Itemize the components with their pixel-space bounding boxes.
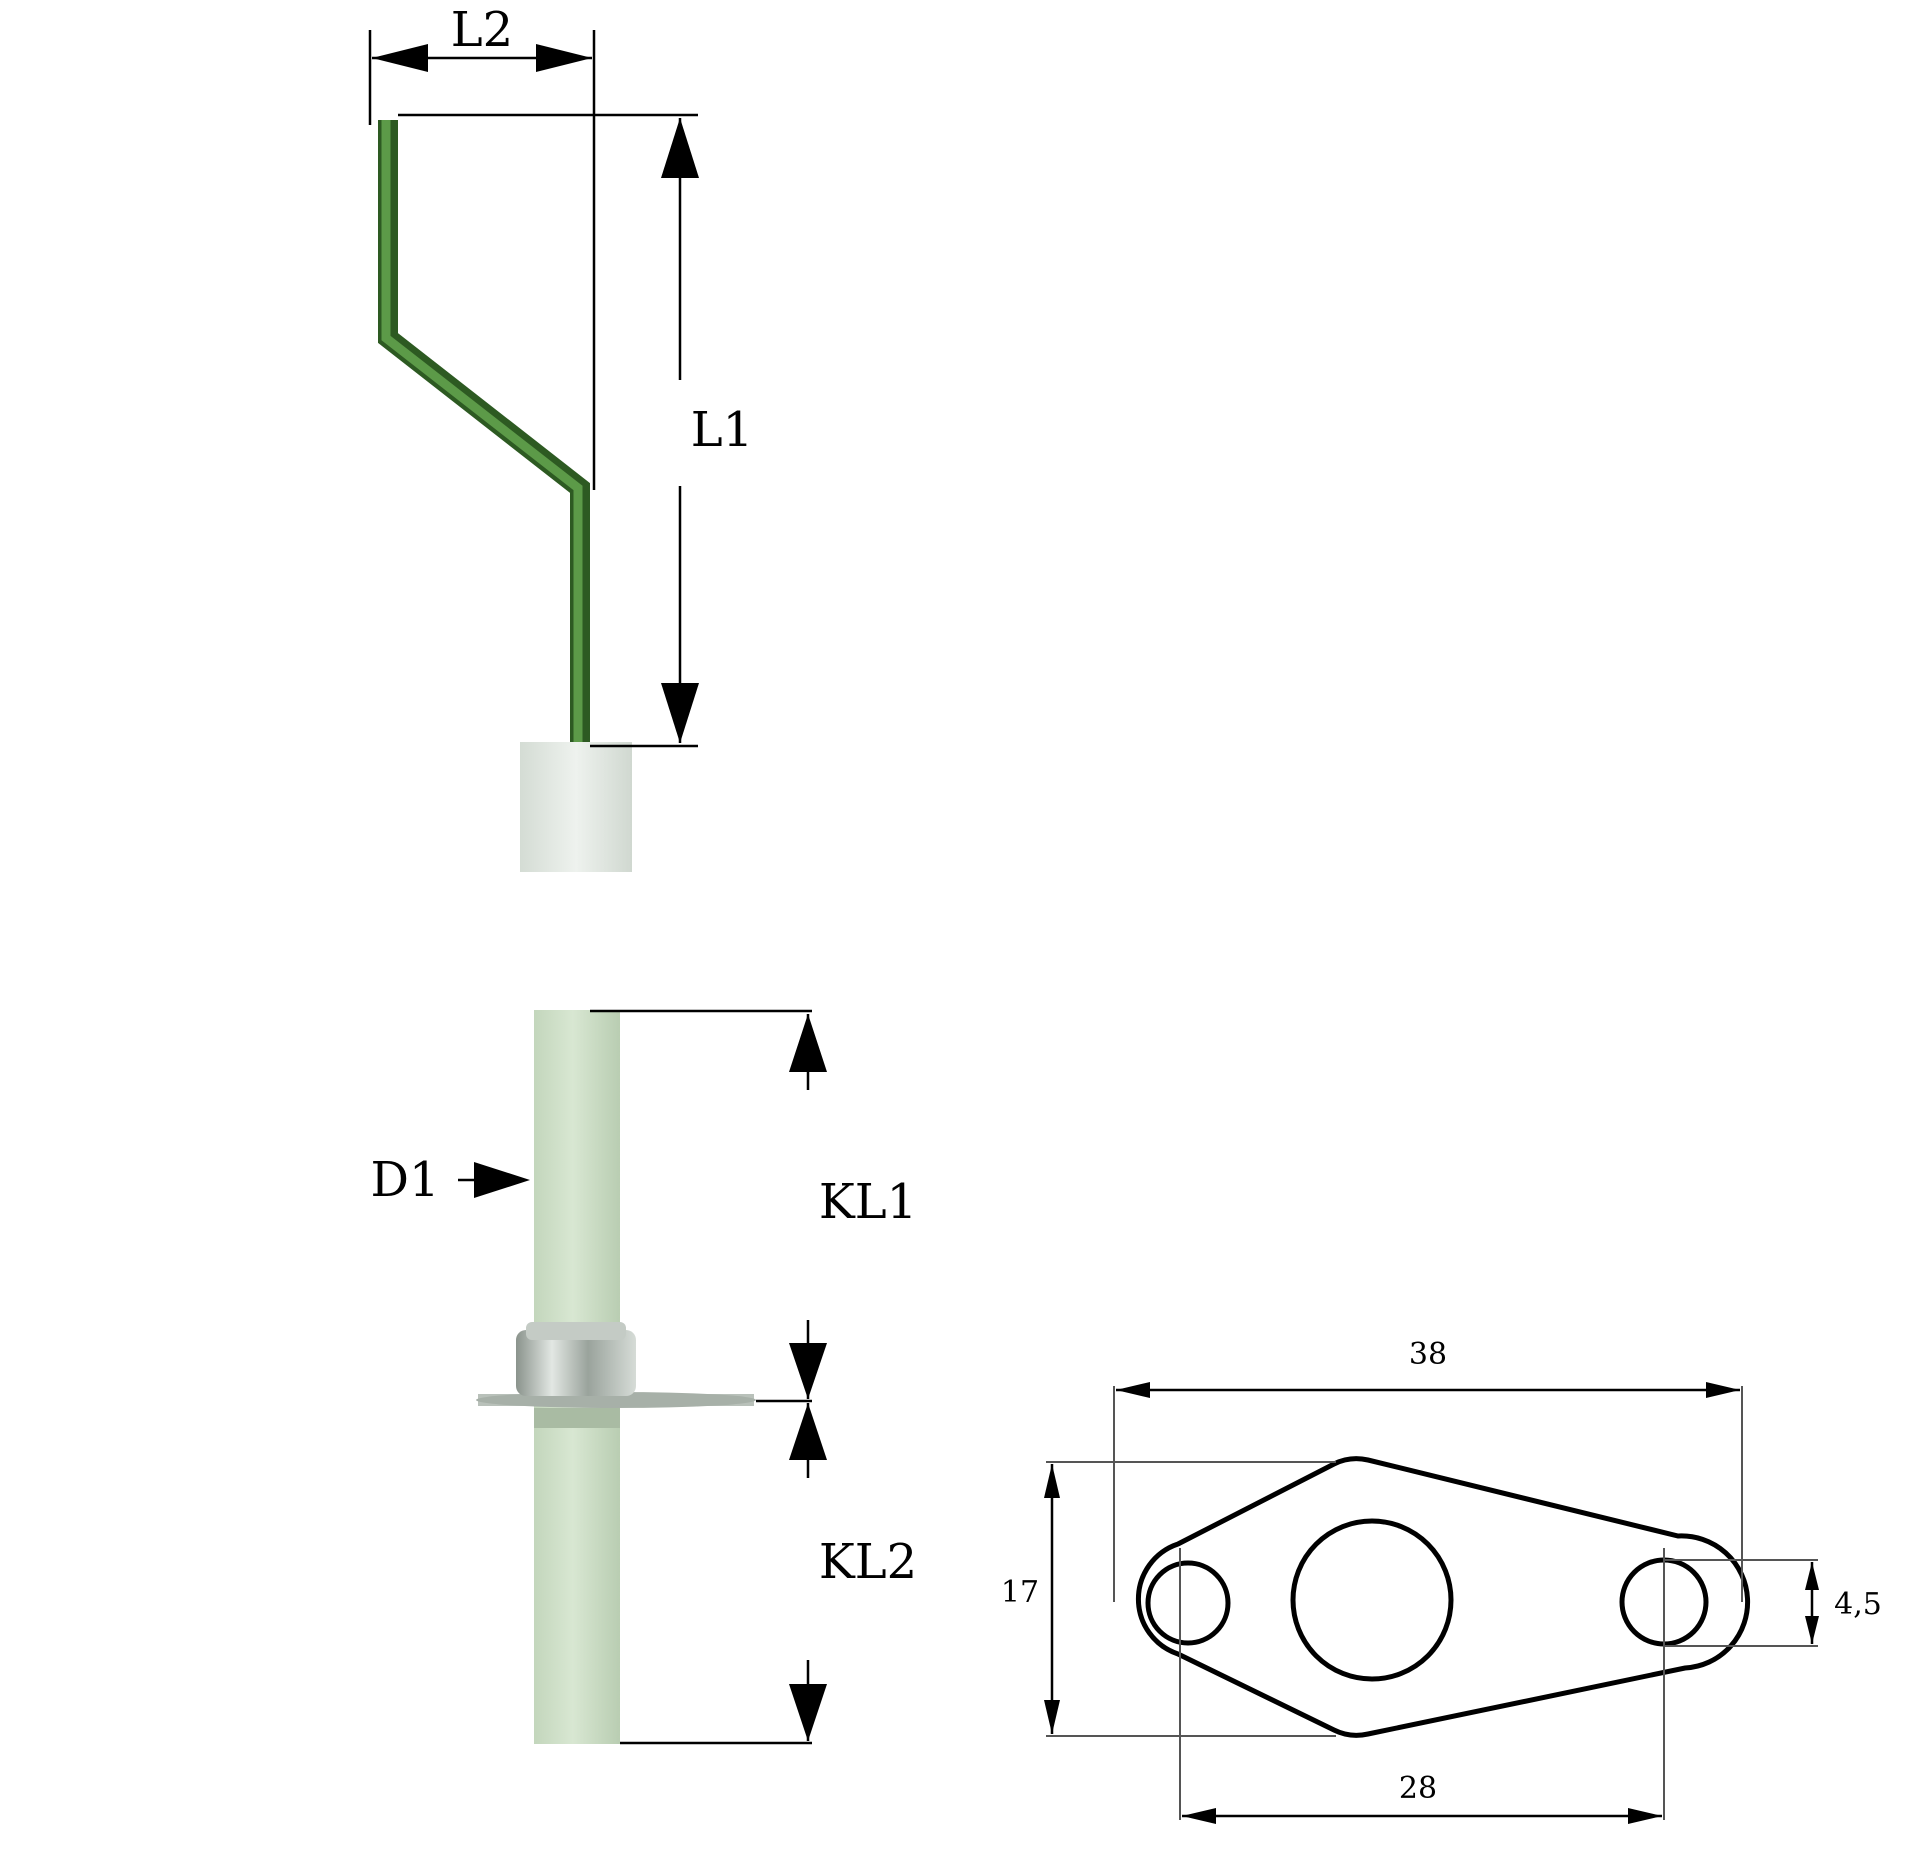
dim-38-label: 38: [1409, 1337, 1447, 1372]
kl2-arrow-top: [789, 1403, 827, 1460]
kl2-arrow-bottom: [789, 1684, 827, 1741]
electrode-insulator: [520, 742, 632, 872]
electrode-view: L2 L1: [368, 2, 753, 872]
kl1-arrow-top: [789, 1014, 827, 1072]
flange-outline: [1135, 1456, 1751, 1738]
electrode-wire-highlight: [381, 120, 583, 748]
dim-38-arrow-right: [1706, 1382, 1740, 1398]
dim-28-arrow-left: [1182, 1808, 1216, 1824]
clamp-nut-top: [526, 1322, 626, 1340]
l1-arrow-top: [661, 118, 699, 178]
dim-45-arrow-top: [1805, 1562, 1819, 1590]
ceramic-view: D1 KL1 KL2: [370, 1009, 917, 1745]
flange-view: 38 28 17 4,5: [1001, 1337, 1882, 1824]
rod-below-disc-shade: [534, 1408, 620, 1428]
dim-28-label: 28: [1399, 1771, 1437, 1806]
left-mounting-hole: [1145, 1560, 1231, 1646]
dim-17-arrow-top: [1044, 1464, 1060, 1498]
kl2-label: KL2: [819, 1534, 917, 1590]
d1-label: D1: [370, 1152, 439, 1208]
dim-28-arrow-right: [1628, 1808, 1662, 1824]
l2-arrow-right: [536, 44, 592, 72]
dim-45-arrow-bottom: [1805, 1616, 1819, 1644]
dim-45-label: 4,5: [1834, 1587, 1882, 1622]
kl1-label: KL1: [819, 1174, 917, 1230]
d1-arrow: [474, 1162, 530, 1198]
dim-17-arrow-bottom: [1044, 1700, 1060, 1734]
clamp-nut: [516, 1330, 636, 1396]
kl1-arrow-bottom: [789, 1343, 827, 1399]
l2-label: L2: [451, 2, 513, 58]
electrode-wire: [378, 120, 590, 748]
l2-arrow-left: [372, 44, 428, 72]
dim-17-label: 17: [1001, 1575, 1039, 1610]
l1-arrow-bottom: [661, 683, 699, 743]
dim-38-arrow-left: [1116, 1382, 1150, 1398]
l1-label: L1: [691, 402, 753, 458]
center-hole: [1290, 1518, 1454, 1682]
